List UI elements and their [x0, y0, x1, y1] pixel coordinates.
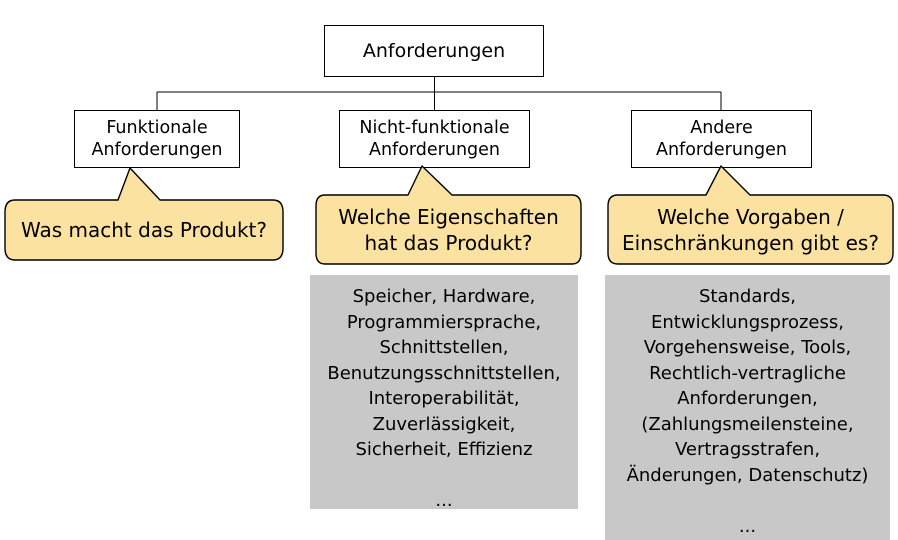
callout-andere: Welche Vorgaben / Einschränkungen gibt e…	[600, 160, 898, 268]
callout-bubble-shape-2	[315, 165, 582, 265]
callout-funktionale: Was macht das Produkt?	[0, 160, 300, 265]
callout-bubble-shape-3	[607, 165, 894, 265]
callout-bubble-shape-1	[4, 167, 284, 261]
details-nicht-funktionale-anforderungen: Speicher, Hardware, Programmiersprache, …	[310, 275, 578, 511]
node-anforderungen: Anforderungen	[324, 25, 544, 77]
details-andere-anforderungen: Standards, Entwicklungsprozess, Vorgehen…	[605, 275, 890, 540]
node-andere-anforderungen: Andere Anforderungen	[631, 110, 812, 168]
callout-nicht-funktionale: Welche Eigenschaften hat das Produkt?	[312, 160, 590, 268]
node-nicht-funktionale-anforderungen: Nicht-funktionale Anforderungen	[339, 110, 530, 168]
node-funktionale-anforderungen: Funktionale Anforderungen	[74, 110, 240, 168]
